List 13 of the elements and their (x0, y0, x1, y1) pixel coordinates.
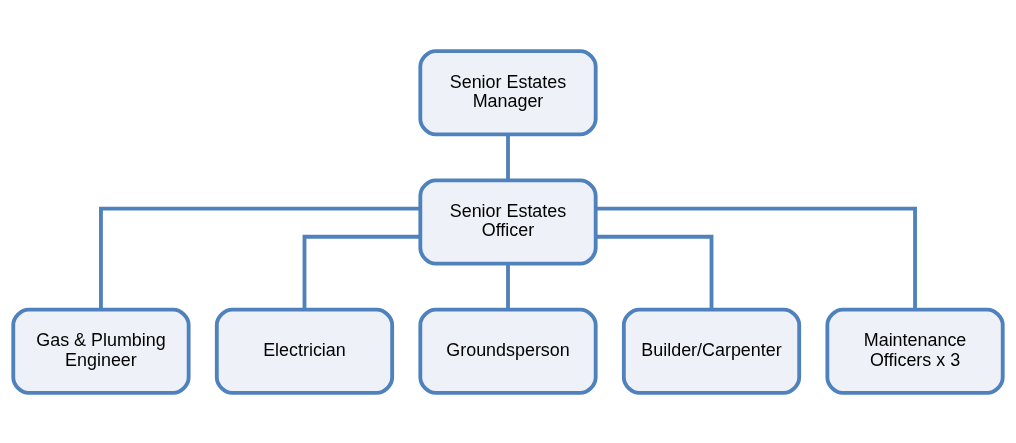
node-box: Senior Estates Officer (418, 178, 598, 266)
connector (506, 263, 510, 309)
node-box: Groundsperson (418, 307, 598, 395)
connector (99, 206, 421, 310)
connector (302, 234, 420, 310)
node-box: Maintenance Officers x 3 (825, 307, 1005, 395)
connector (596, 234, 714, 310)
node-box: Electrician (214, 307, 395, 395)
node-box: Gas & Plumbing Engineer (11, 307, 191, 395)
connector (595, 206, 917, 310)
node-box: Builder/Carpenter (621, 307, 802, 395)
connector (506, 133, 510, 180)
node-box: Senior Estates Manager (418, 48, 598, 136)
